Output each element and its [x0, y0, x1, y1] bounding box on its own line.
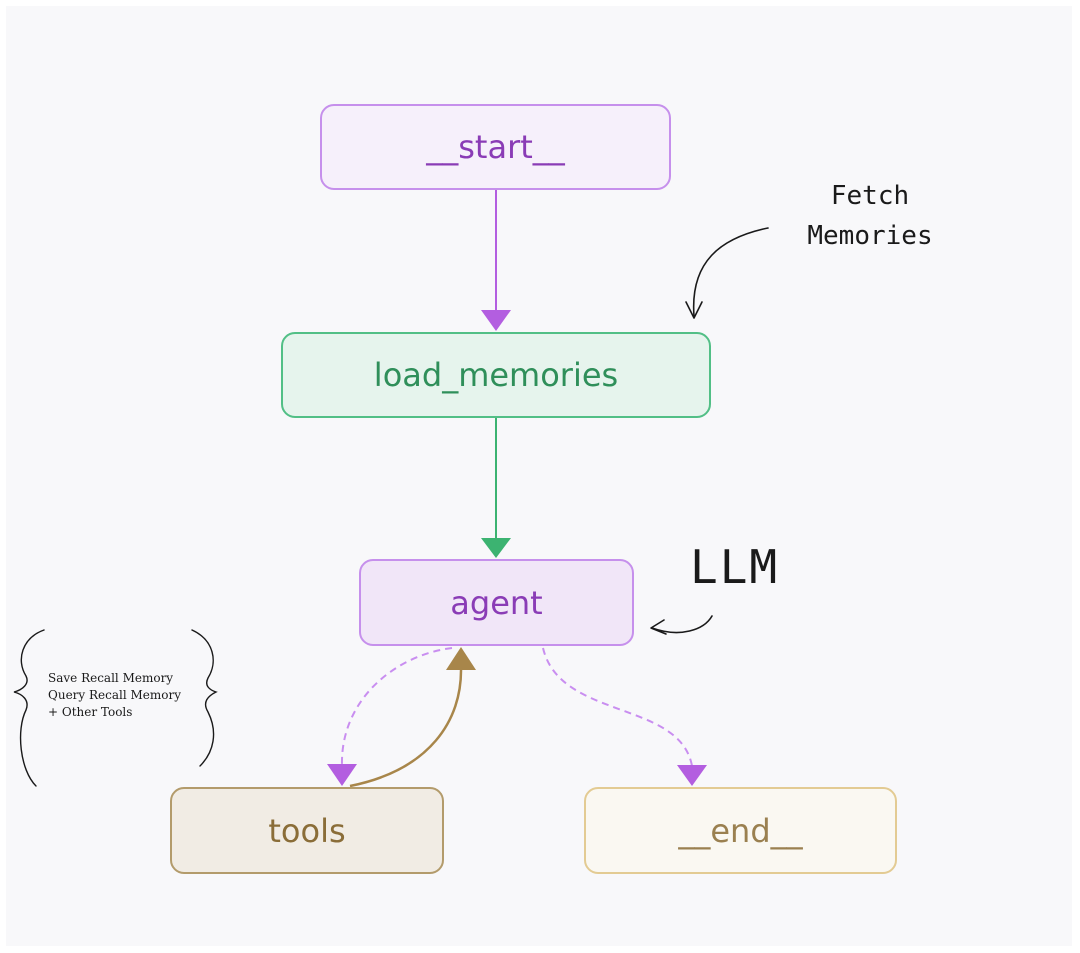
llm-note: LLM — [690, 540, 780, 594]
fetch-memories-note: Fetch Memories — [800, 176, 940, 256]
right-curly-brace — [191, 629, 218, 767]
arrowhead-end — [677, 765, 707, 786]
node-end: __end__ — [584, 787, 897, 874]
fetch-annotation-arrowhead — [685, 301, 703, 319]
arrowhead-agent — [481, 538, 511, 558]
arrowhead-tools — [327, 764, 357, 786]
node-agent: agent — [359, 559, 634, 646]
node-load-memories: load_memories — [281, 332, 711, 418]
edge-agent-to-end — [542, 647, 693, 767]
arrowhead-load-memories — [481, 310, 511, 331]
edge-tools-to-agent — [349, 667, 463, 788]
fetch-annotation-arrow — [692, 227, 769, 317]
node-start: __start__ — [320, 104, 671, 190]
left-curly-brace — [13, 629, 45, 787]
tools-note-line-3: + Other Tools — [48, 705, 133, 719]
arrowhead-agent-return — [446, 647, 476, 670]
fetch-note-line-1: Fetch — [830, 181, 910, 211]
node-tools: tools — [170, 787, 444, 874]
llm-annotation-arrowhead — [650, 619, 667, 635]
llm-annotation-arrow — [651, 615, 713, 634]
fetch-note-line-2: Memories — [807, 221, 933, 251]
tools-note-line-1: Save Recall Memory — [48, 671, 174, 685]
edge-agent-to-tools — [340, 647, 453, 767]
tools-note: Save Recall Memory Query Recall Memory +… — [48, 670, 181, 721]
tools-note-line-2: Query Recall Memory — [48, 688, 182, 702]
